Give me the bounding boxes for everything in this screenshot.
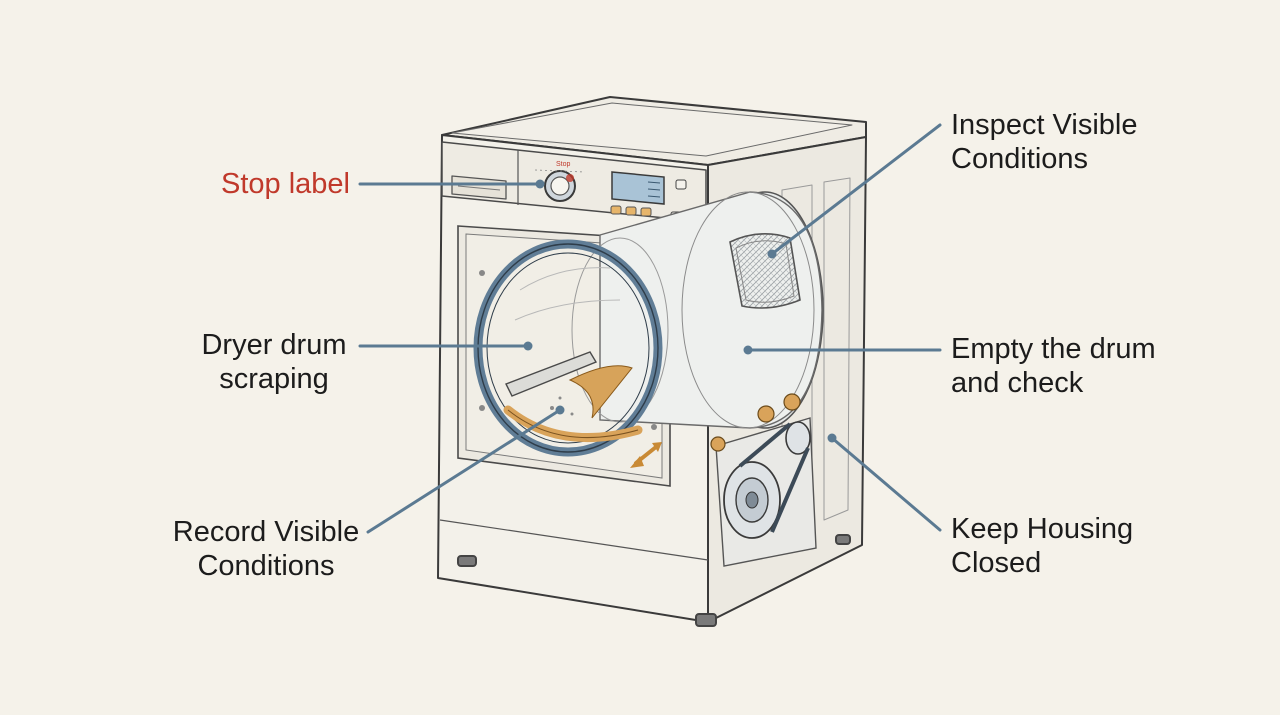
callout-empty-drum: Empty the drum and check: [951, 332, 1156, 400]
callout-stop-label-line1: Stop label: [221, 168, 350, 200]
callout-inspect-conditions-line2: Conditions: [951, 143, 1089, 175]
callout-keep-housing: Keep Housing Closed: [951, 512, 1133, 580]
callout-empty-drum-line1: Empty the drum: [951, 333, 1156, 365]
leader-lines: [358, 123, 942, 534]
leader-record-conditions: [366, 408, 562, 534]
callout-dryer-drum: Dryer drum scraping: [160, 328, 388, 396]
control-knob-icon: Stop: [534, 161, 586, 202]
svg-text:Stop: Stop: [556, 161, 571, 168]
callout-empty-drum-line2: and check: [951, 367, 1084, 399]
callout-record-conditions: Record Visible Conditions: [160, 515, 372, 583]
callout-keep-housing-line2: Closed: [951, 547, 1042, 579]
callout-keep-housing-line1: Keep Housing: [951, 513, 1134, 545]
callout-dryer-drum-line1: Dryer drum: [201, 329, 347, 361]
callout-record-conditions-line1: Record Visible: [172, 516, 360, 548]
drive-belt-icon: [738, 422, 810, 533]
lint-filter-icon: [729, 233, 801, 309]
callout-inspect-conditions-line1: Inspect Visible: [951, 109, 1138, 141]
leader-keep-housing: [830, 436, 942, 532]
callout-dryer-drum-line2: scraping: [219, 363, 329, 395]
leader-inspect-conditions: [770, 123, 942, 256]
callout-stop-label: Stop label: [160, 167, 350, 201]
callout-record-conditions-line2: Conditions: [197, 550, 335, 582]
arrow-icon: [630, 442, 662, 468]
callout-inspect-conditions: Inspect Visible Conditions: [951, 108, 1137, 176]
motor-pulley-icon: [710, 393, 817, 567]
door-ring-icon: [473, 239, 663, 457]
